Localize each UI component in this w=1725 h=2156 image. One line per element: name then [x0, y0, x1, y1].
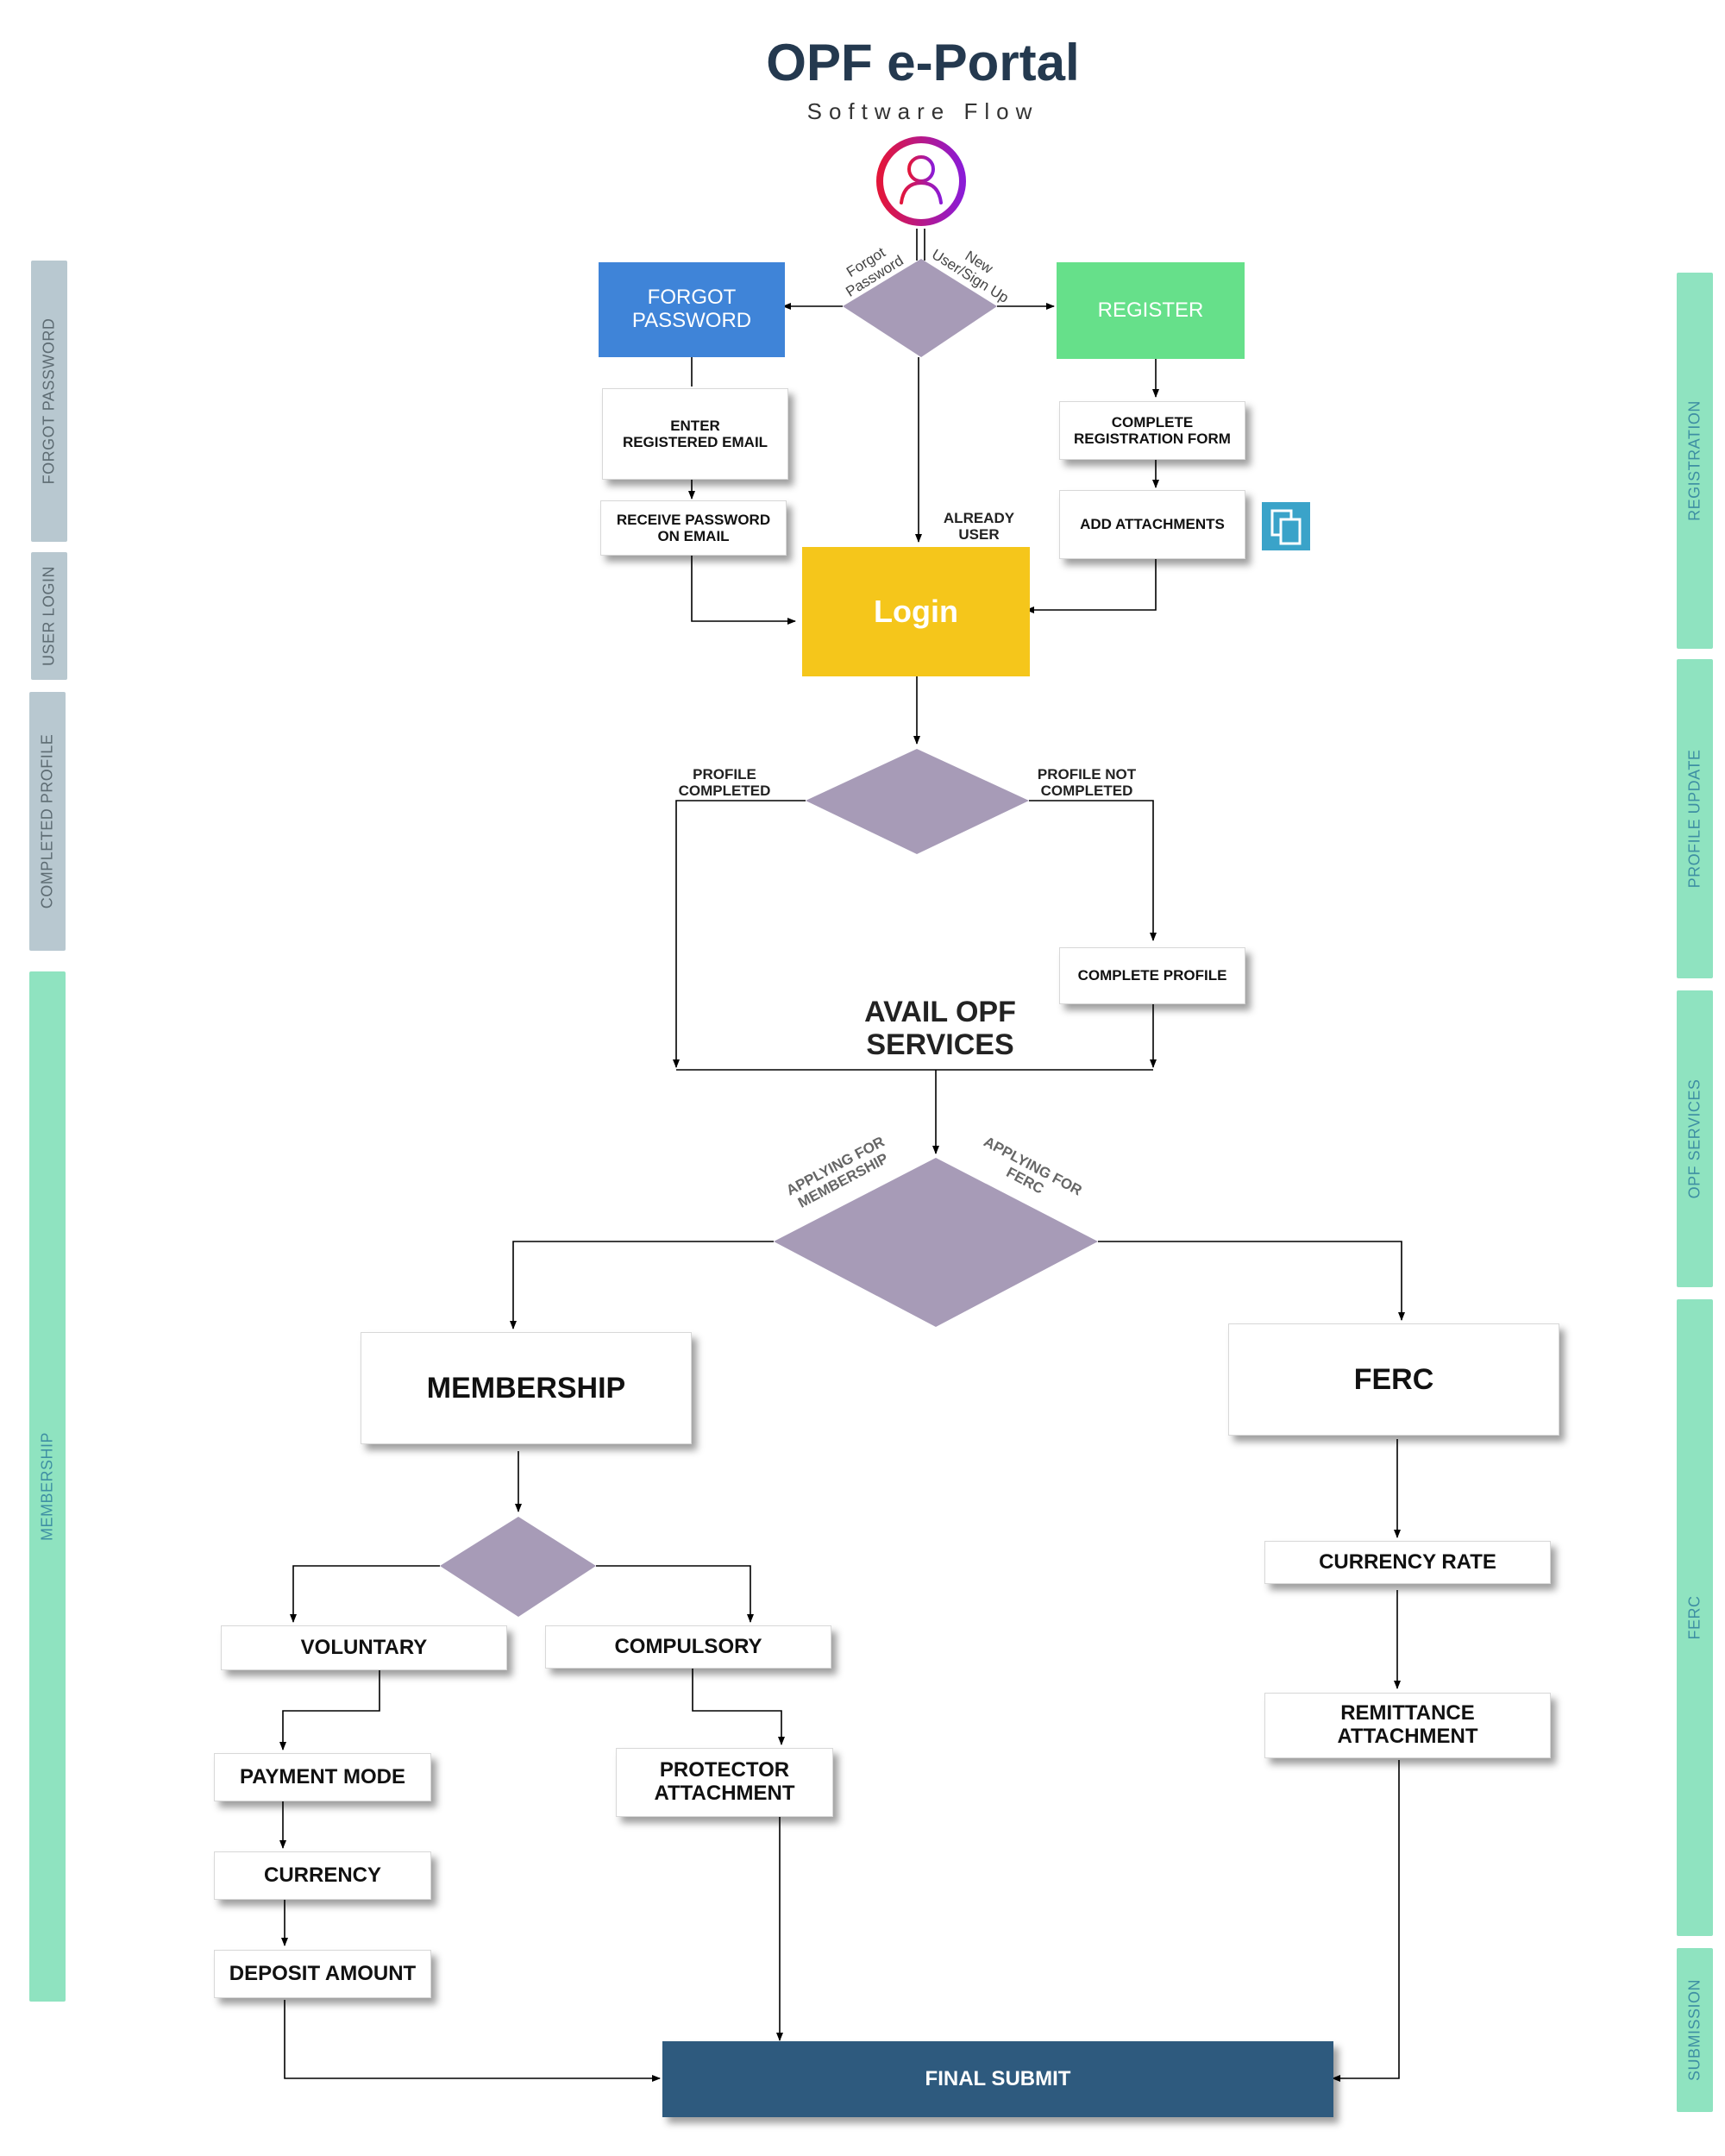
currency-node[interactable]: CURRENCY [214, 1851, 431, 1900]
add-attachments-node[interactable]: ADD ATTACHMENTS [1059, 490, 1245, 559]
side-tab-membership: MEMBERSHIP [29, 971, 66, 2002]
complete-profile-node[interactable]: COMPLETE PROFILE [1059, 947, 1245, 1004]
login-node[interactable]: Login [802, 547, 1030, 676]
attachment-icon[interactable] [1262, 502, 1310, 550]
side-tab-label: MEMBERSHIP [38, 1431, 56, 1542]
side-tab-label: SUBMISSION [1685, 1978, 1703, 2082]
page-title: OPF e-Portal [766, 33, 1080, 91]
edge-receive-to-login [691, 554, 796, 625]
side-tab-profile-update: PROFILE UPDATE [1677, 659, 1713, 978]
edge-label-already-user: ALREADY USER [943, 509, 1015, 543]
complete-registration-form-node[interactable]: COMPLETE REGISTRATION FORM [1059, 401, 1245, 460]
remittance-attachment-node[interactable]: REMITTANCE ATTACHMENT [1264, 1693, 1551, 1758]
currency-rate-node[interactable]: CURRENCY RATE [1264, 1541, 1551, 1584]
edge-label-profile-not-completed: PROFILE NOT COMPLETED [1037, 765, 1137, 799]
decision-services-diamond [774, 1158, 1098, 1327]
enter-registered-email-node[interactable]: ENTER REGISTERED EMAIL [602, 388, 788, 480]
side-tab-label: USER LOGIN [40, 565, 58, 667]
side-tab-registration: REGISTRATION [1677, 273, 1713, 649]
side-tab-submission: SUBMISSION [1677, 1948, 1713, 2112]
edge-deposit-to-submit [284, 2000, 661, 2082]
voluntary-node[interactable]: VOLUNTARY [221, 1625, 507, 1670]
edge-to-compulsory [596, 1565, 754, 1623]
side-tab-user-login: USER LOGIN [31, 552, 67, 680]
decision-membership-diamond [440, 1517, 596, 1617]
decision-account-diamond [843, 259, 997, 357]
membership-node[interactable]: MEMBERSHIP [361, 1332, 692, 1444]
receive-password-node[interactable]: RECEIVE PASSWORD ON EMAIL [600, 500, 787, 556]
edge-remittance-to-submit [1332, 1760, 1400, 2082]
side-tab-completed-profile: COMPLETED PROFILE [29, 692, 66, 951]
edge-to-ferc [1098, 1241, 1405, 1321]
final-submit-button[interactable]: FINAL SUBMIT [662, 2041, 1333, 2117]
edge-voluntary-to-payment [279, 1669, 380, 1751]
user-icon[interactable] [876, 136, 966, 226]
protector-attachment-node[interactable]: PROTECTOR ATTACHMENT [616, 1748, 833, 1817]
side-tab-opf-services: OPF SERVICES [1677, 990, 1713, 1287]
side-tab-label: OPF SERVICES [1685, 1078, 1703, 1199]
compulsory-node[interactable]: COMPULSORY [545, 1625, 831, 1669]
edge-attach-to-login [1026, 556, 1157, 613]
deposit-amount-node[interactable]: DEPOSIT AMOUNT [214, 1950, 431, 1998]
edge-profile-completed [673, 800, 806, 1068]
side-tab-label: PROFILE UPDATE [1685, 749, 1703, 889]
side-tab-label: REGISTRATION [1685, 400, 1703, 521]
side-tab-label: FORGOT PASSWORD [40, 317, 58, 485]
side-tab-label: COMPLETED PROFILE [38, 733, 56, 909]
page-subtitle: Software Flow [806, 98, 1039, 125]
side-tab-label: FERC [1685, 1595, 1703, 1640]
register-node[interactable]: REGISTER [1057, 262, 1245, 359]
ferc-node[interactable]: FERC [1228, 1323, 1559, 1436]
edge-to-voluntary [290, 1565, 440, 1623]
payment-mode-node[interactable]: PAYMENT MODE [214, 1753, 431, 1801]
forgot-password-node[interactable]: FORGOT PASSWORD [599, 262, 785, 357]
edge-compulsory-to-protector [692, 1666, 785, 1745]
avail-opf-services-label: AVAIL OPF SERVICES [864, 995, 1016, 1061]
edge-to-membership [510, 1241, 774, 1329]
decision-profile-diamond [806, 749, 1029, 854]
edge-label-profile-completed: PROFILE COMPLETED [678, 765, 771, 799]
edge-profile-not-completed [1029, 800, 1157, 941]
side-tab-ferc: FERC [1677, 1299, 1713, 1936]
side-tab-forgot-password: FORGOT PASSWORD [31, 261, 67, 542]
